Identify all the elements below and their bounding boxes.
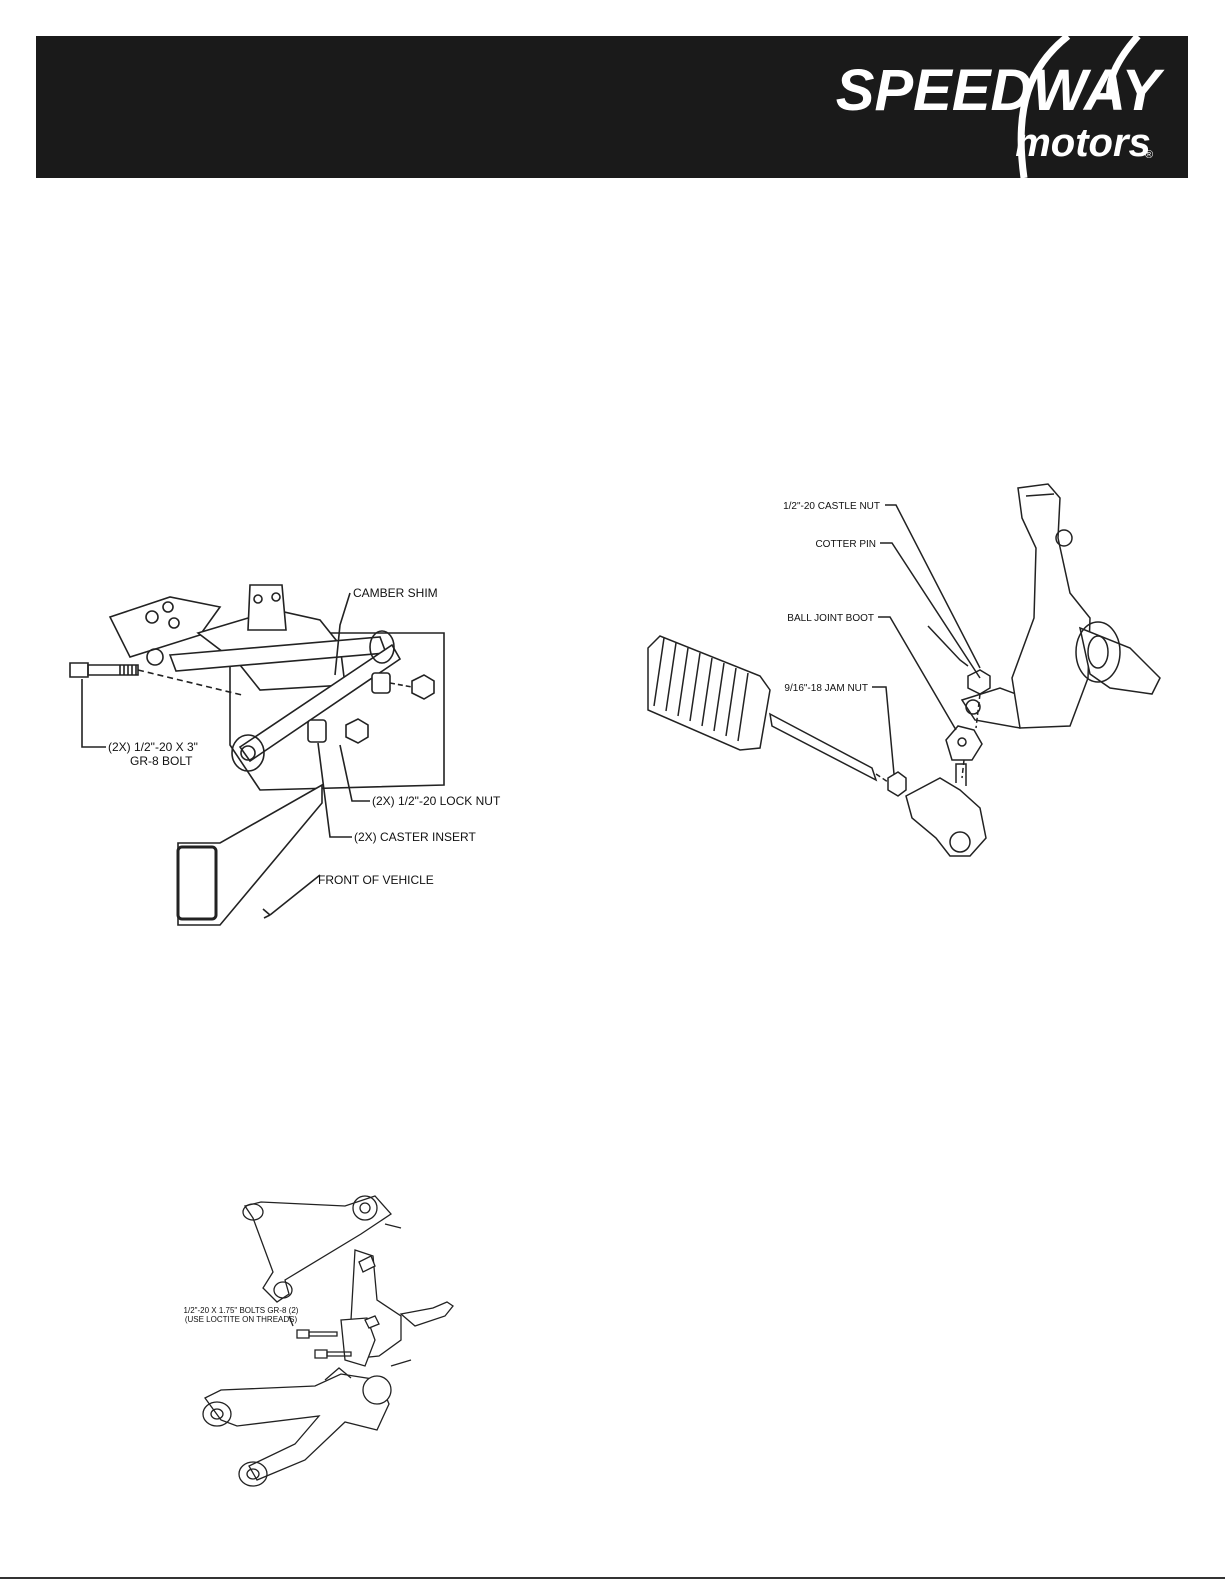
figure-spindle-assembly: 1/2"-20 X 1.75" BOLTS GR-8 (2) (USE LOCT… [165,1190,475,1500]
label-bolt-line2: GR-8 BOLT [130,754,193,768]
label-front-of-vehicle: FRONT OF VEHICLE [318,873,434,887]
spindle-assembly-diagram: 1/2"-20 X 1.75" BOLTS GR-8 (2) (USE LOCT… [165,1190,475,1500]
speedway-motors-logo: SPEEDWAY motors ® [768,36,1188,178]
label-bolts-line1: 1/2"-20 X 1.75" BOLTS GR-8 (2) [184,1306,299,1315]
figure-tie-rod-spindle: 1/2"-20 CASTLE NUT COTTER PIN BALL JOINT… [640,478,1180,878]
logo-brand-main: SPEEDWAY [836,58,1166,123]
logo-brand-sub: motors [1015,121,1151,165]
logo-registered-mark: ® [1145,149,1153,161]
label-lock-nut: (2X) 1/2"-20 LOCK NUT [372,794,501,808]
label-camber-shim: CAMBER SHIM [353,586,438,600]
label-cotter-pin: COTTER PIN [815,539,876,550]
label-bolts-line2: (USE LOCTITE ON THREADS) [185,1315,298,1324]
header-banner: SPEEDWAY motors ® [36,36,1188,178]
label-ball-joint-boot: BALL JOINT BOOT [787,613,874,624]
label-bolt-line1: (2X) 1/2"-20 X 3" [108,740,198,754]
label-castle-nut: 1/2"-20 CASTLE NUT [783,501,880,512]
label-caster-insert: (2X) CASTER INSERT [354,830,476,844]
upper-arm-mount-diagram: CAMBER SHIM (2X) 1/2"-20 X 3" GR-8 BOLT … [60,575,540,935]
tie-rod-spindle-diagram: 1/2"-20 CASTLE NUT COTTER PIN BALL JOINT… [640,478,1180,878]
label-jam-nut: 9/16"-18 JAM NUT [784,683,868,694]
footer-rule [0,1577,1225,1579]
figure-upper-arm-mount: CAMBER SHIM (2X) 1/2"-20 X 3" GR-8 BOLT … [60,575,540,935]
